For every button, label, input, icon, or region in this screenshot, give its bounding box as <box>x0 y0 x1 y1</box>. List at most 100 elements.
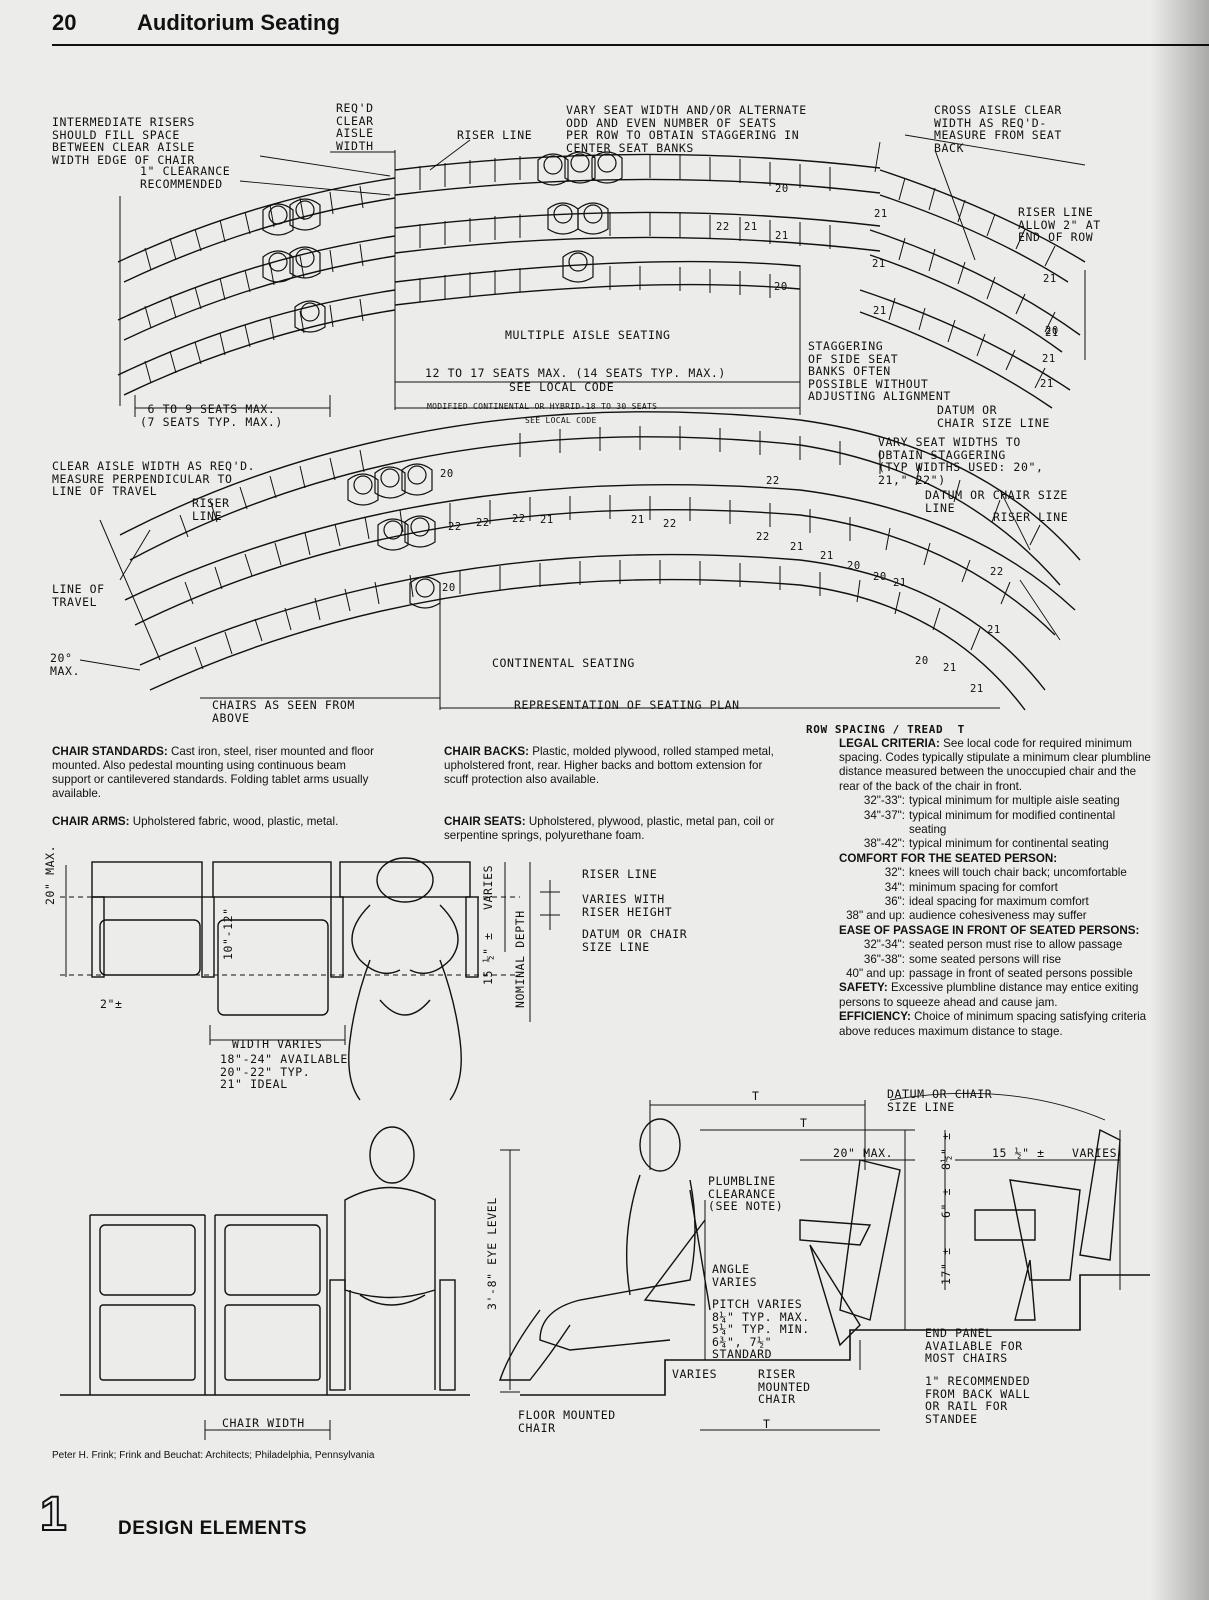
seat-number: 21 <box>943 662 957 674</box>
seat-number: 22 <box>448 521 462 533</box>
label-multiple-aisle: MULTIPLE AISLE SEATING <box>505 328 671 342</box>
credit-line: Peter H. Frink; Frink and Beuchat: Archi… <box>52 1450 375 1461</box>
chair-standards-body: Cast iron, steel, riser mounted and floo… <box>52 745 374 800</box>
chair-backs-heading: CHAIR BACKS: <box>444 745 530 758</box>
continental-plan <box>79 411 1081 711</box>
ease-item: 32"-34":seated person must rise to allow… <box>839 938 1151 952</box>
comfort-item: 38" and up:audience cohesiveness may suf… <box>839 909 1151 923</box>
seat-number: 21 <box>987 624 1001 636</box>
seat-number: 21 <box>970 683 984 695</box>
ease-heading: EASE OF PASSAGE IN FRONT OF SEATED PERSO… <box>839 923 1140 937</box>
page-binding-shadow <box>1150 0 1209 1600</box>
comfort-item-key: 38" and up: <box>846 909 905 923</box>
label-dim-2: 2"± <box>100 997 123 1011</box>
seat-number: 21 <box>1045 327 1059 339</box>
label-width-values: 18"-24" AVAILABLE 20"-22" TYP. 21" IDEAL <box>220 1052 348 1091</box>
label-seats-12-17: 12 TO 17 SEATS MAX. (14 SEATS TYP. MAX.) <box>425 366 726 380</box>
comfort-list: 32":knees will touch chair back; uncomfo… <box>839 866 1151 924</box>
seat-number: 21 <box>1042 353 1056 365</box>
chapter-title: DESIGN ELEMENTS <box>118 1518 308 1539</box>
seat-number: 20 <box>873 571 887 583</box>
legal-heading: LEGAL CRITERIA: <box>839 736 940 750</box>
seat-number: 22 <box>716 221 730 233</box>
label-riser-mounted: RISER MOUNTED CHAIR <box>758 1367 811 1406</box>
seat-number: 22 <box>512 513 526 525</box>
label-t-2: T <box>800 1116 808 1130</box>
seat-number: 21 <box>775 230 789 242</box>
page-title: Auditorium Seating <box>137 10 340 35</box>
comfort-heading: COMFORT FOR THE SEATED PERSON: <box>839 851 1058 865</box>
legal-item-key: 32"-33": <box>863 794 905 808</box>
ease-item-key: 36"-38": <box>863 952 905 966</box>
seat-number: 21 <box>1043 273 1057 285</box>
seat-number: 20 <box>774 281 788 293</box>
ease-item-key: 32"-34": <box>863 938 905 952</box>
label-dim-6: 6" ± <box>939 1187 953 1218</box>
chapter-number: 1 <box>39 1487 68 1542</box>
ease-item: 40" and up:passage in front of seated pe… <box>839 967 1151 981</box>
legal-item: 32"-33": typical minimum for multiple ais… <box>839 794 1151 808</box>
chair-seats-body: Upholstered, plywood, plastic, metal pan… <box>444 815 775 842</box>
chair-plan-drawing <box>60 857 560 1101</box>
comfort-item: 32":knees will touch chair back; uncomfo… <box>839 866 1151 880</box>
label-see-local-code: SEE LOCAL CODE <box>509 380 615 394</box>
label-continental: CONTINENTAL SEATING <box>492 656 635 670</box>
label-riser-line-2: RISER LINE <box>192 496 230 523</box>
label-angle-varies: ANGLE VARIES <box>712 1262 758 1289</box>
comfort-item-key: 32": <box>884 866 905 880</box>
chair-section-drawing <box>499 1092 1150 1431</box>
comfort-item-key: 34": <box>884 880 905 894</box>
comfort-item-value: ideal spacing for maximum comfort <box>909 894 1089 908</box>
seat-number: 21 <box>631 514 645 526</box>
label-recommended: 1" RECOMMENDED FROM BACK WALL OR RAIL FO… <box>925 1374 1031 1426</box>
comfort-item-value: minimum spacing for comfort <box>909 880 1058 894</box>
chair-arms-heading: CHAIR ARMS: <box>52 815 130 828</box>
label-chair-width: CHAIR WIDTH <box>222 1416 305 1430</box>
seat-number: 20 <box>775 183 789 195</box>
legal-list: 32"-33": typical minimum for multiple ais… <box>839 794 1151 852</box>
label-riser-allow: RISER LINE ALLOW 2" AT END OF ROW <box>1018 205 1101 244</box>
chair-backs-text: CHAIR BACKS: Plastic, molded plywood, ro… <box>444 745 778 787</box>
label-intermediate-risers: INTERMEDIATE RISERS SHOULD FILL SPACE BE… <box>52 115 195 167</box>
label-vary-seat: VARY SEAT WIDTH AND/OR ALTERNATE ODD AND… <box>566 103 807 155</box>
seat-number: 20 <box>440 468 454 480</box>
safety-heading: SAFETY: <box>839 981 888 995</box>
multiple-aisle-plan <box>117 134 1086 417</box>
label-seats-6-9: 6 TO 9 SEATS MAX. (7 SEATS TYP. MAX.) <box>140 402 283 429</box>
seat-number: 22 <box>663 518 677 530</box>
ease-list: 32"-34":seated person must rise to allow… <box>839 938 1151 981</box>
label-section-varies: VARIES <box>672 1367 718 1381</box>
label-end-panel: END PANEL AVAILABLE FOR MOST CHAIRS <box>925 1326 1023 1365</box>
chair-backs-body: Plastic, molded plywood, rolled stamped … <box>444 745 774 786</box>
label-reqd-aisle: REQ'D CLEAR AISLE WIDTH <box>336 101 374 153</box>
chair-elevation-drawing <box>60 1126 520 1440</box>
label-max-20: 20° MAX. <box>50 651 81 678</box>
seat-number: 21 <box>1040 378 1054 390</box>
row-spacing-title: ROW SPACING / TREAD T <box>806 723 965 736</box>
page-number: 20 <box>52 10 77 35</box>
label-representation: REPRESENTATION OF SEATING PLAN <box>514 698 740 712</box>
ease-item-key: 40" and up: <box>846 967 905 980</box>
comfort-item-key: 36": <box>884 894 905 908</box>
legal-item-value: typical minimum for multiple aisle seati… <box>909 794 1120 808</box>
seat-number: 22 <box>990 566 1004 578</box>
chair-seats-text: CHAIR SEATS: Upholstered, plywood, plast… <box>444 815 778 843</box>
label-pitch-varies: PITCH VARIES 8¼" TYP. MAX. 5¼" TYP. MIN.… <box>712 1297 810 1361</box>
label-riser-line-3: RISER LINE <box>993 510 1069 524</box>
label-t-1: T <box>752 1089 760 1103</box>
label-section-20-max: 20" MAX. <box>833 1146 894 1160</box>
seat-number: 21 <box>744 221 758 233</box>
seat-number: 22 <box>766 475 780 487</box>
label-riser-line-1: RISER LINE <box>457 128 533 142</box>
label-section-varies-2: VARIES <box>1072 1146 1118 1160</box>
label-line-of-travel: LINE OF TRAVEL <box>52 582 105 609</box>
label-section-datum: DATUM OR CHAIR SIZE LINE <box>887 1087 993 1114</box>
legal-item: 34"-37":typical minimum for modified con… <box>839 809 1151 838</box>
label-chair-20-max: 20" MAX. <box>43 844 57 905</box>
seat-number: 20 <box>915 655 929 667</box>
chair-standards-text: CHAIR STANDARDS: Cast iron, steel, riser… <box>52 745 384 801</box>
chair-arms-body: Upholstered fabric, wood, plastic, metal… <box>129 815 339 828</box>
header-rule <box>52 44 1209 46</box>
seat-number: 21 <box>872 258 886 270</box>
safety-body: Excessive plumbline distance may entice … <box>839 981 1139 1009</box>
